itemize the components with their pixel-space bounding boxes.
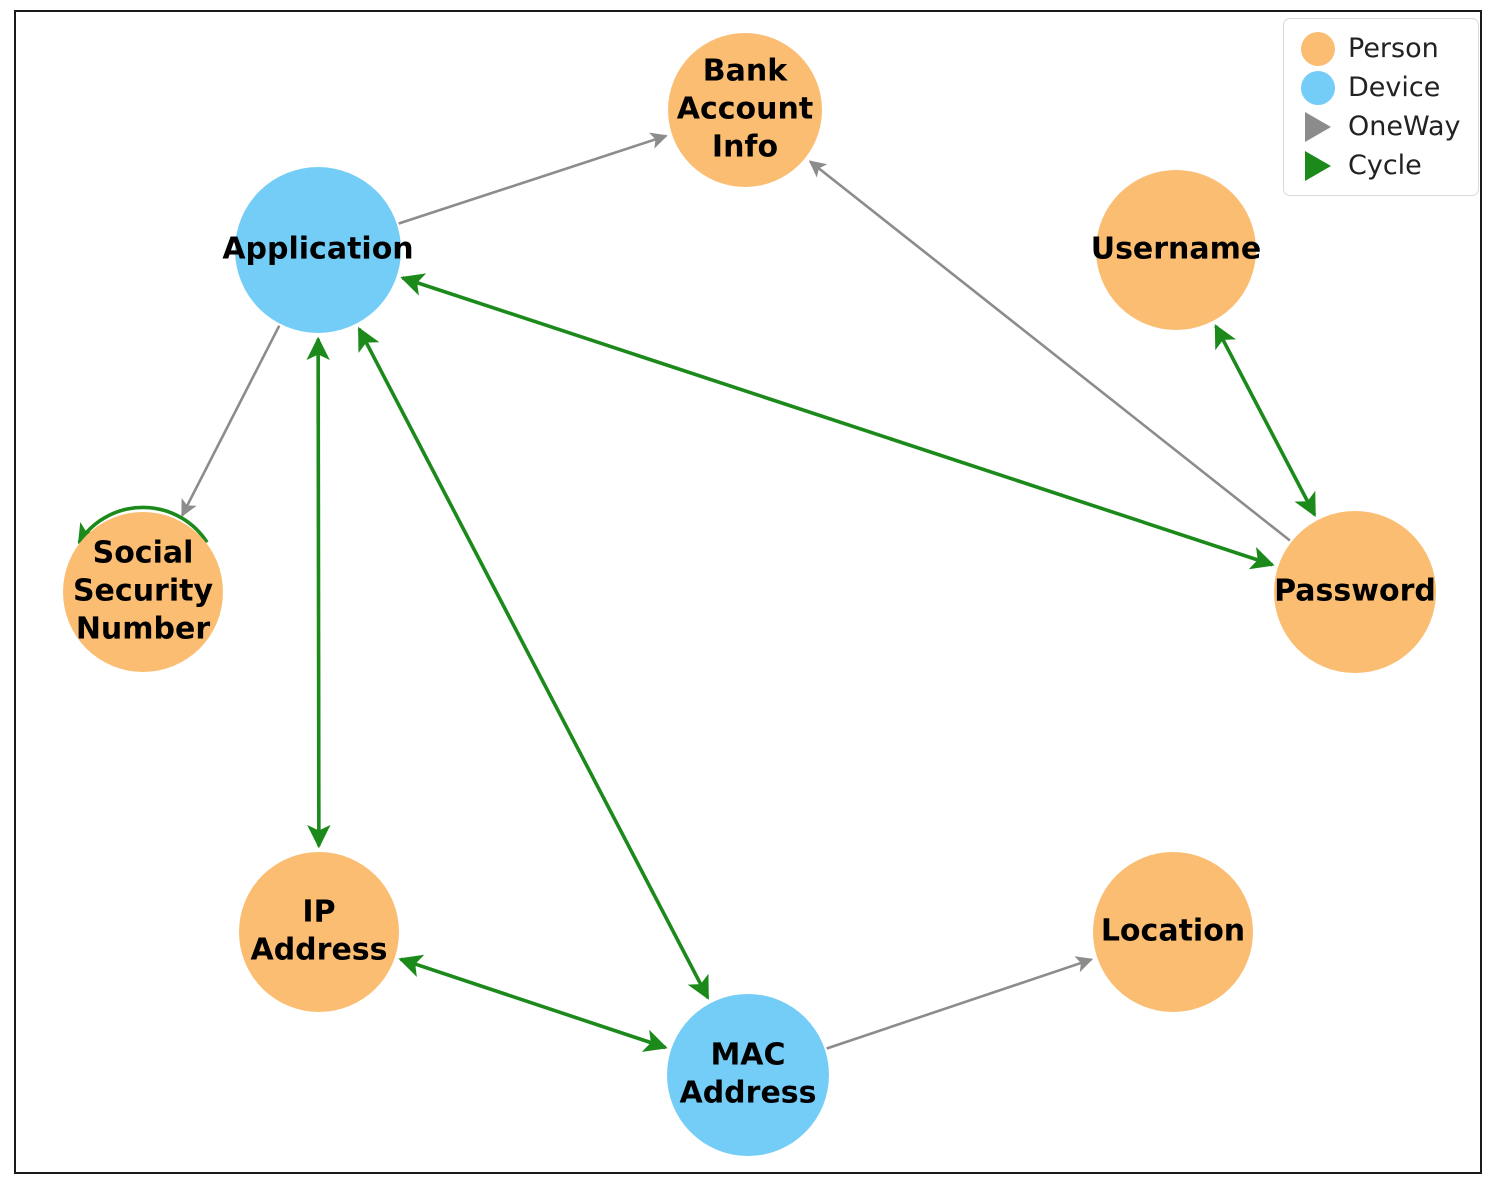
legend-label-person: Person <box>1348 33 1439 64</box>
edge-layer <box>77 132 1317 1052</box>
legend-label-oneway: OneWay <box>1348 111 1461 142</box>
node-password[interactable]: Password <box>1274 511 1436 673</box>
legend-item-cycle[interactable]: Cycle <box>1296 146 1462 185</box>
node-circle-application[interactable] <box>235 167 401 333</box>
device-circle-icon <box>1296 70 1340 105</box>
edge-ip_address-to-mac_address[interactable] <box>398 954 668 1052</box>
node-circle-location[interactable] <box>1093 852 1253 1012</box>
node-circle-ssn[interactable] <box>63 512 223 672</box>
edge-application-to-bank_account[interactable] <box>398 132 668 225</box>
edge-application-to-password[interactable] <box>400 273 1275 570</box>
legend-label-device: Device <box>1348 72 1441 103</box>
legend-item-person[interactable]: Person <box>1296 29 1462 68</box>
legend-label-cycle: Cycle <box>1348 150 1422 181</box>
legend-item-device[interactable]: Device <box>1296 68 1462 107</box>
node-application[interactable]: Application <box>222 167 414 333</box>
edge-application-to-ssn[interactable] <box>181 325 281 517</box>
edge-ssn-self-loop[interactable] <box>77 505 209 545</box>
edge-application-to-ip_address[interactable] <box>306 336 331 849</box>
node-circle-ip_address[interactable] <box>239 852 399 1012</box>
person-circle-icon <box>1296 31 1340 66</box>
node-username[interactable]: Username <box>1091 170 1262 330</box>
node-location[interactable]: Location <box>1093 852 1253 1012</box>
edge-username-to-password[interactable] <box>1214 324 1317 517</box>
node-circle-bank_account[interactable] <box>668 33 822 187</box>
node-layer: Application BankAccountInfoUsernameSocial… <box>63 33 1436 1156</box>
node-circle-username[interactable] <box>1096 170 1256 330</box>
oneway-arrow-icon <box>1296 111 1340 142</box>
legend-item-oneway[interactable]: OneWay <box>1296 107 1462 146</box>
legend-panel: Person Device OneWay Cycle <box>1283 18 1479 196</box>
edge-mac_address-to-location[interactable] <box>826 956 1094 1050</box>
edge-application-to-mac_address[interactable] <box>357 326 710 1000</box>
node-circle-password[interactable] <box>1274 511 1436 673</box>
node-circle-mac_address[interactable] <box>667 994 829 1156</box>
cycle-arrow-icon <box>1296 150 1340 181</box>
